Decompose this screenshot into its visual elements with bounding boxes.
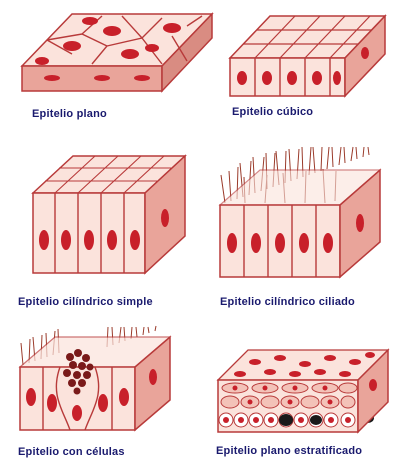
ciliated-columnar-epithelium-illustration (215, 145, 390, 285)
label-epitelio-con-celulas: Epitelio con células (18, 446, 125, 458)
panel-epitelio-plano (12, 6, 212, 106)
panel-epitelio-plano-estratificado (210, 340, 392, 440)
panel-epitelio-cilindrico-simple (25, 148, 195, 283)
squamous-epithelium-illustration (12, 6, 212, 106)
goblet-cell-epithelium-illustration (15, 325, 180, 440)
label-epitelio-cilindrico-simple: Epitelio cilíndrico simple (18, 296, 153, 308)
panel-epitelio-con-celulas (15, 325, 180, 440)
label-epitelio-plano: Epitelio plano (32, 108, 107, 120)
panel-epitelio-cilindrico-ciliado (215, 145, 390, 285)
stratified-squamous-epithelium-illustration (210, 340, 392, 440)
cuboidal-epithelium-illustration (225, 8, 395, 103)
label-epitelio-cilindrico-ciliado: Epitelio cilíndrico ciliado (220, 296, 355, 308)
label-epitelio-cubico: Epitelio cúbico (232, 106, 313, 118)
columnar-epithelium-illustration (25, 148, 195, 283)
panel-epitelio-cubico (225, 8, 395, 103)
label-epitelio-plano-estratificado: Epitelio plano estratificado (216, 445, 362, 457)
